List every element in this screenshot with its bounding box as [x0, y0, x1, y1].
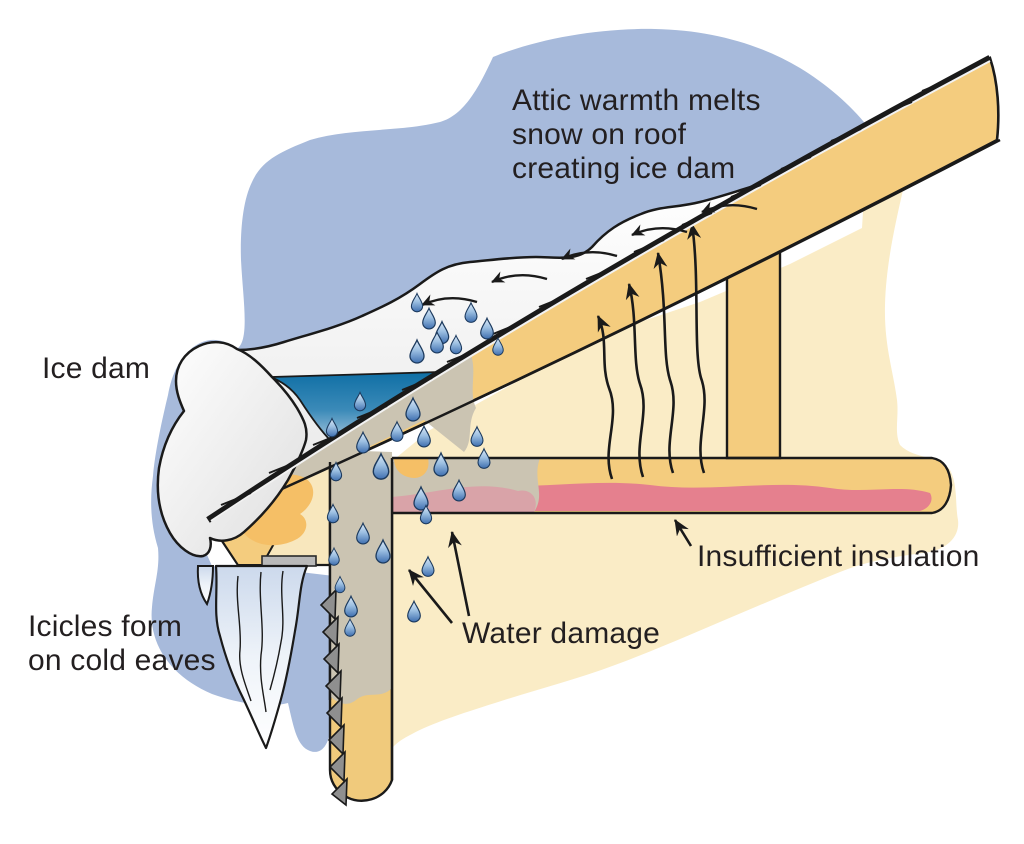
roof-deck-gap	[210, 60, 991, 522]
melt-arrow	[421, 294, 478, 307]
label-line: on cold eaves	[28, 644, 216, 677]
siding-wedges	[319, 587, 348, 807]
melt-arrow	[631, 224, 688, 237]
warm-attic-region	[391, 130, 959, 750]
water-damage-arrow-wall	[407, 569, 454, 624]
label-line: Attic warmth melts	[512, 84, 761, 117]
insulation-arrow	[673, 519, 693, 547]
label-attic-warmth: Attic warmth melts snow on roof creating…	[512, 84, 761, 186]
label-insufficient-insulation: Insufficient insulation	[697, 540, 980, 573]
roof-deck-line	[206, 55, 992, 523]
heat-arrow	[687, 223, 706, 474]
soffit-vent	[261, 555, 317, 567]
icicle-texture-lines	[236, 570, 284, 713]
label-ice-dam: Ice dam	[42, 352, 151, 385]
label-line: creating ice dam	[512, 152, 736, 185]
rafter-underside-line	[207, 138, 1001, 524]
joist-outline	[392, 456, 953, 515]
label-line: Icicles form	[28, 610, 183, 643]
melt-arrow	[561, 248, 618, 261]
attic-stud	[725, 248, 782, 460]
shingle-ticks	[220, 78, 953, 506]
label-water-damage: Water damage	[462, 617, 661, 650]
heat-arrow	[625, 283, 645, 478]
melt-arrow	[491, 271, 548, 284]
icicles	[196, 564, 309, 750]
heat-arrow	[596, 315, 615, 480]
melt-flow-arrows	[421, 201, 758, 307]
wall-water-stain	[330, 450, 392, 704]
label-arrows	[407, 519, 693, 624]
label-icicles: Icicles form on cold eaves	[28, 610, 216, 678]
joist-stain-orange	[394, 458, 429, 478]
melt-arrow	[701, 201, 758, 214]
water-damage-arrow-joist	[448, 531, 471, 617]
heat-arrow	[653, 252, 675, 474]
label-line: snow on roof	[512, 118, 687, 151]
heat-arrows	[596, 223, 706, 480]
small-icicle	[196, 565, 215, 607]
snow-layer	[206, 182, 763, 522]
ice-dam-mound	[156, 340, 308, 558]
